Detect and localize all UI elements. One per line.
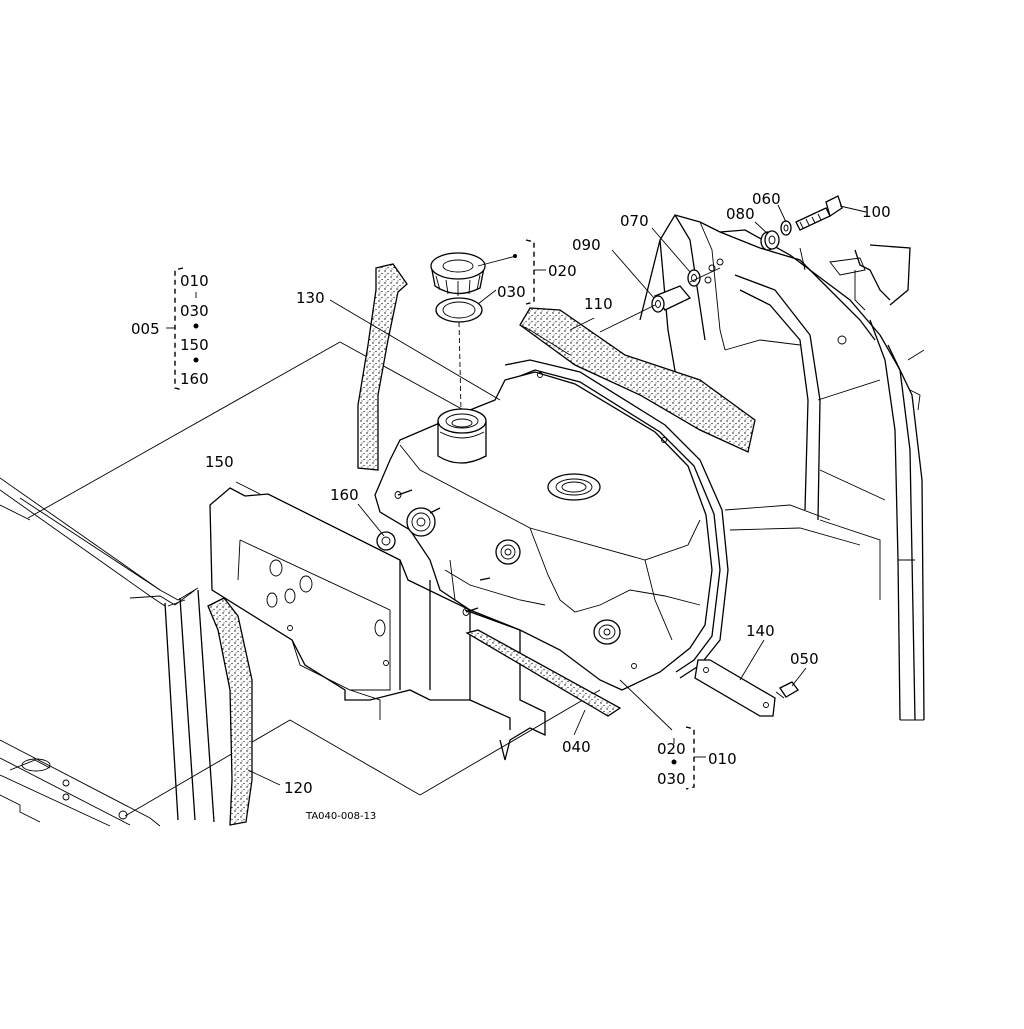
nut-160 (376, 531, 396, 551)
fuel-cap-020 (430, 252, 486, 296)
callout-030: 030 (497, 283, 526, 301)
foam-block-110 (519, 307, 756, 453)
callout-080: 080 (726, 205, 755, 223)
callout-090: 090 (572, 236, 601, 254)
fuel-tank (374, 359, 729, 691)
group-010-item-2: 030 (657, 770, 686, 788)
callout-110: 110 (584, 295, 613, 313)
group-005-label: 005 (131, 320, 160, 338)
tank-bracket-150 (209, 487, 546, 761)
group-005-item-4: 160 (180, 370, 209, 388)
bracket-020 (525, 239, 535, 305)
callout-040: 040 (562, 738, 591, 756)
callout-130: 130 (296, 289, 325, 307)
bolt-050 (775, 681, 799, 699)
callout-120: 120 (284, 779, 313, 797)
callout-150: 150 (205, 453, 234, 471)
dot (193, 357, 199, 363)
labels: 010 030 150 160 005 020 030 130 110 090 … (131, 190, 891, 822)
drawing-code: TA040-008-13 (305, 811, 376, 822)
callout-070: 070 (620, 212, 649, 230)
dot (671, 759, 677, 765)
group-005-item-1: 010 (180, 272, 209, 290)
group-010-item-1: 020 (657, 740, 686, 758)
bracket-005 (174, 267, 184, 391)
callout-060: 060 (752, 190, 781, 208)
plate-140 (694, 659, 776, 717)
frame-body (0, 214, 925, 827)
rubber-strip-040 (465, 629, 622, 717)
group-005-item-2: 030 (180, 302, 209, 320)
dot (193, 323, 199, 329)
packing-030 (435, 297, 483, 323)
bracket-010 (685, 726, 695, 790)
group-010-label: 010 (708, 750, 737, 768)
foam-strip-120 (207, 597, 253, 826)
callout-160: 160 (330, 486, 359, 504)
group-005-item-3: 150 (180, 336, 209, 354)
callout-050: 050 (790, 650, 819, 668)
callout-140: 140 (746, 622, 775, 640)
callout-100: 100 (862, 203, 891, 221)
leader-lines (235, 204, 867, 786)
mount-hardware (599, 195, 843, 333)
group-020-label: 020 (548, 262, 577, 280)
foam-strip-130 (357, 263, 408, 471)
